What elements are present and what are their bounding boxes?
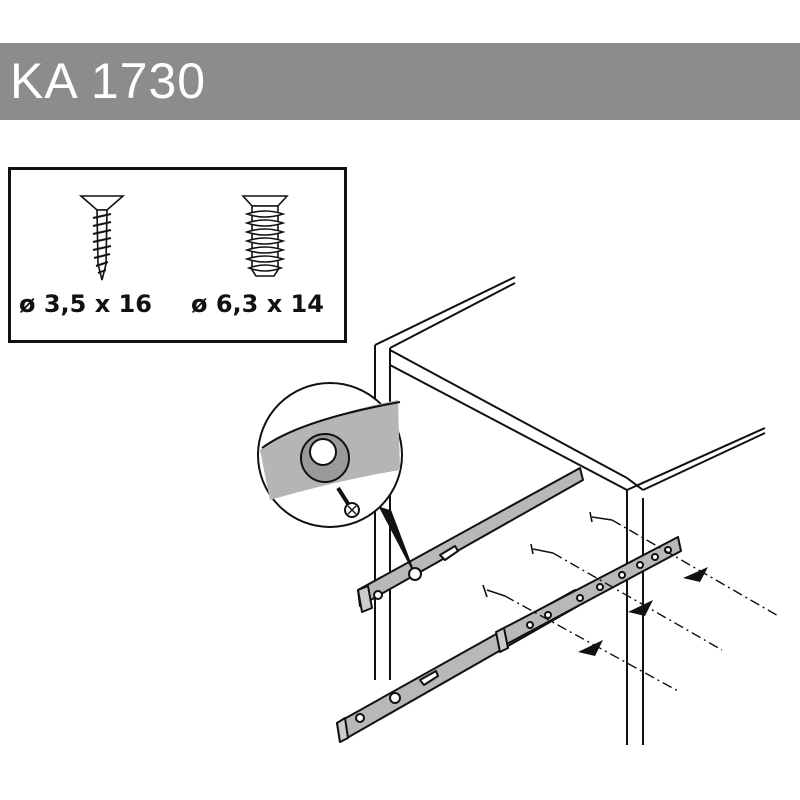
screw-label-1: ø 3,5 x 16 <box>19 290 152 318</box>
screw-legend-box: ø 3,5 x 16 ø 6,3 x 14 <box>8 167 347 343</box>
upper-runner-rail <box>357 467 584 613</box>
screw-label-2: ø 6,3 x 14 <box>191 290 324 318</box>
countersunk-wood-screw-icon <box>78 195 126 281</box>
alignment-lines <box>504 519 781 692</box>
page-title: KA 1730 <box>10 53 207 109</box>
rail-screws <box>482 511 613 598</box>
euro-screw-icon <box>241 195 289 277</box>
detail-callout <box>257 382 413 569</box>
title-bar: KA 1730 <box>0 43 800 120</box>
direction-arrows <box>578 567 708 656</box>
lower-runner-rail <box>336 536 682 743</box>
